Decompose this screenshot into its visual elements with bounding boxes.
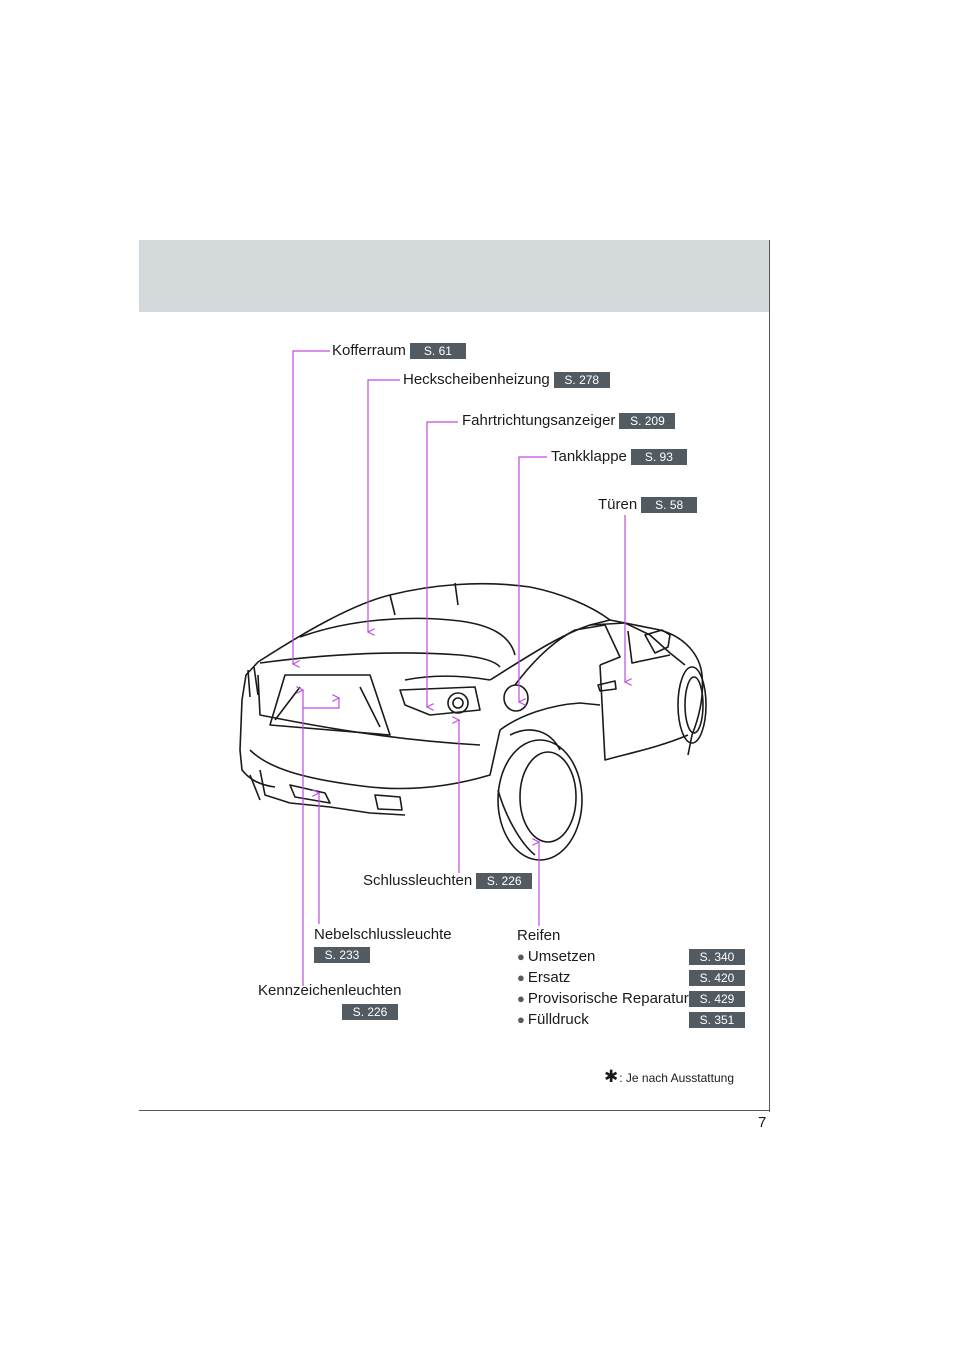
bullet-icon: ● [517, 970, 525, 985]
reifen-item: ●Ersatz S. 420 [517, 969, 745, 986]
reifen-item: ●Fülldruck S. 351 [517, 1011, 745, 1028]
bullet-icon: ● [517, 1012, 525, 1027]
schlussleuchten-label: Schlussleuchten [363, 872, 473, 889]
kofferraum-label: Kofferraum [332, 342, 406, 359]
reifen-title: Reifen [517, 927, 561, 944]
reifen-item-label: Provisorische Reparatur [527, 990, 689, 1007]
reifen-item-label: Fülldruck [527, 1011, 589, 1028]
page-number: 7 [758, 1114, 767, 1131]
reifen-item: ●Provisorische Reparatur S. 429 [517, 990, 745, 1007]
equipment-footnote: ✱: Je nach Ausstattung [604, 1067, 734, 1087]
callout-tankklappe: Tankklappe S. 93 [551, 448, 687, 466]
tankklappe-label: Tankklappe [551, 448, 627, 465]
reifen-item-label: Umsetzen [527, 948, 596, 965]
footer-rule [139, 1110, 770, 1111]
header-band [139, 240, 770, 312]
tankklappe-page-tag[interactable]: S. 93 [630, 449, 687, 465]
reifen-item: ●Umsetzen S. 340 [517, 948, 745, 965]
nebelschlussleuchte-page-tag[interactable]: S. 233 [314, 947, 370, 963]
callout-schlussleuchten: Schlussleuchten S. 226 [363, 872, 533, 890]
schlussleuchten-page-tag[interactable]: S. 226 [476, 873, 533, 889]
tueren-page-tag[interactable]: S. 58 [641, 497, 698, 513]
car-rear-illustration [239, 582, 707, 861]
leader-kennzeichen-branch [303, 694, 341, 709]
reifen-item-page-tag[interactable]: S. 420 [689, 969, 745, 986]
leader-kofferraum [291, 350, 330, 668]
reifen-item-page-tag[interactable]: S. 429 [689, 990, 745, 1007]
nebelschlussleuchte-label: Nebelschlussleuchte [314, 926, 452, 943]
leader-tankklappe [517, 456, 547, 706]
reifen-item-page-tag[interactable]: S. 340 [689, 948, 745, 965]
fahrtrichtungsanzeiger-label: Fahrtrichtungsanzeiger [462, 412, 616, 429]
reifen-item-label: Ersatz [527, 969, 571, 986]
fahrtrichtungsanzeiger-page-tag[interactable]: S. 209 [619, 413, 676, 429]
callout-tueren: Türen S. 58 [598, 496, 698, 514]
bullet-icon: ● [517, 949, 525, 964]
heckscheibenheizung-label: Heckscheibenheizung [403, 371, 550, 388]
heckscheibenheizung-page-tag[interactable]: S. 278 [553, 372, 610, 388]
tueren-label: Türen [598, 496, 638, 513]
kofferraum-page-tag[interactable]: S. 61 [409, 343, 466, 359]
footnote-text: : Je nach Ausstattung [619, 1071, 734, 1085]
callout-kofferraum: Kofferraum S. 61 [332, 342, 466, 360]
asterisk-icon: ✱ [604, 1067, 619, 1086]
bullet-icon: ● [517, 991, 525, 1006]
leader-fahrtrichtungsanzeiger [425, 421, 458, 711]
right-margin-rule [769, 312, 770, 1112]
callout-fahrtrichtungsanzeiger: Fahrtrichtungsanzeiger S. 209 [462, 412, 676, 430]
reifen-item-page-tag[interactable]: S. 351 [689, 1011, 745, 1028]
leader-heckscheibenheizung [366, 379, 400, 636]
kennzeichenleuchten-page-tag[interactable]: S. 226 [342, 1004, 398, 1020]
kennzeichenleuchten-label: Kennzeichenleuchten [258, 982, 402, 999]
callout-heckscheibenheizung: Heckscheibenheizung S. 278 [403, 371, 610, 389]
